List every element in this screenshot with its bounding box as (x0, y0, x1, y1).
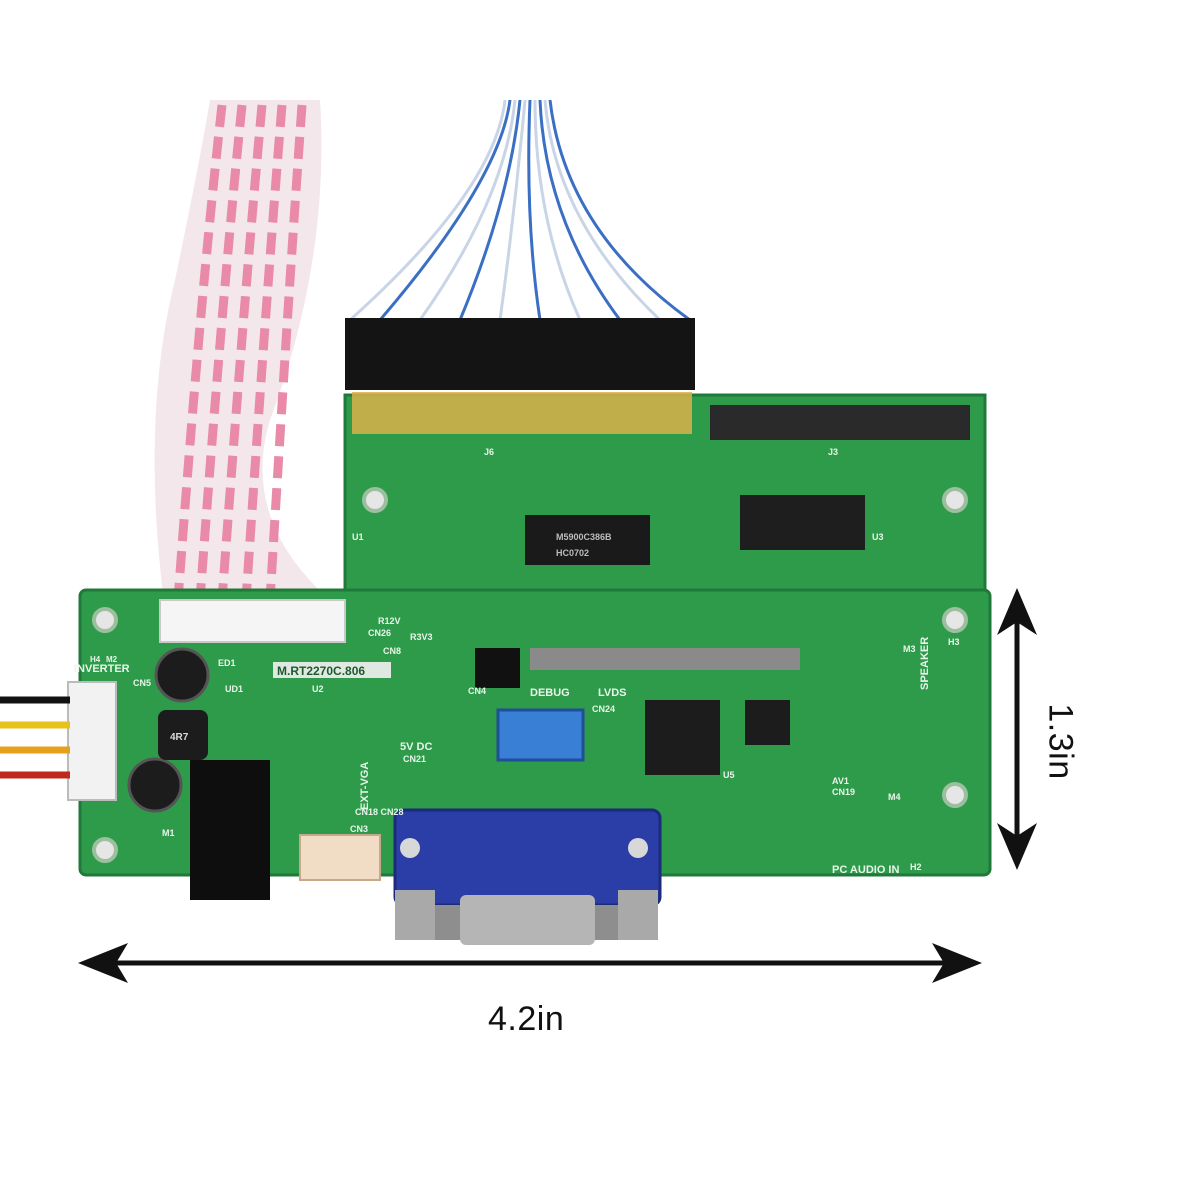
speaker-label: SPEAKER (919, 637, 931, 690)
m4-label: M4 (888, 792, 901, 802)
capacitor (127, 757, 183, 813)
ribbon-cable (154, 100, 330, 610)
chip-main-marking: M5900C386B (556, 532, 612, 542)
cn4-label: CN4 (468, 686, 486, 696)
m3-label: M3 (903, 644, 916, 654)
wire-bundle (348, 99, 691, 322)
r12v-label: R12V (378, 616, 401, 626)
cn5-label: CN5 (133, 678, 151, 688)
scaler-chip (645, 700, 720, 775)
main-chip-u2 (525, 515, 650, 565)
ed1-label: ED1 (218, 658, 236, 668)
cn3-label: CN3 (350, 824, 368, 834)
pin-header-row (530, 648, 800, 670)
h3-label: H3 (948, 637, 960, 647)
header-j3 (710, 405, 970, 440)
cn24-label: CN24 (592, 704, 615, 714)
height-dimension-label: 1.3in (1041, 703, 1080, 780)
r3v3-label: R3V3 (410, 632, 433, 642)
chip-small (745, 700, 790, 745)
connector-pins (352, 392, 692, 434)
m2-label: M2 (106, 655, 118, 664)
inductor-marking: 4R7 (170, 732, 189, 743)
h4-label: H4 (90, 655, 101, 664)
silkscreen-text: M.RT2270C.806 INVERTER DEBUG LVDS 5V DC … (74, 447, 960, 876)
pc-audio-in-label: PC AUDIO IN (832, 864, 899, 876)
lvds-label: LVDS (598, 687, 627, 699)
u2-label: U2 (312, 684, 324, 694)
debug-header (475, 648, 520, 688)
inverter-wires (0, 696, 70, 779)
av1-label: AV1 (832, 776, 849, 786)
u3-label: U3 (872, 532, 884, 542)
cn24-connector (496, 708, 585, 762)
width-dimension-label: 4.2in (488, 1000, 565, 1038)
j3-label: J3 (828, 447, 838, 457)
inverter-label: INVERTER (74, 663, 130, 675)
inverter-connector (67, 681, 117, 801)
debug-label: DEBUG (530, 687, 570, 699)
cn8-label: CN8 (383, 646, 401, 656)
power-connector (299, 834, 381, 881)
capacitor (154, 647, 210, 703)
h2-label: H2 (910, 862, 922, 872)
cn21-label: CN21 (403, 754, 426, 764)
ud1-label: UD1 (225, 684, 243, 694)
vga-connector (393, 808, 662, 945)
inductor (158, 710, 208, 760)
height-dimension-arrow (997, 588, 1037, 870)
cn26-label: CN26 (368, 628, 391, 638)
u5-label: U5 (723, 770, 735, 780)
cn19-label: CN19 (832, 787, 855, 797)
chip-u3 (740, 495, 865, 550)
width-dimension-arrow (78, 943, 982, 983)
u1-label: U1 (352, 532, 364, 542)
m1-label: M1 (162, 828, 175, 838)
board-model-label: M.RT2270C.806 (277, 664, 365, 678)
chip-sub-marking: HC0702 (556, 548, 589, 558)
five-v-dc-label: 5V DC (400, 741, 432, 753)
ribbon-connector (159, 599, 346, 643)
j6-label: J6 (484, 447, 494, 457)
mounting-holes (92, 487, 968, 863)
cn18-cn28-label: CN18 CN28 (355, 807, 404, 817)
dc-power-jack (190, 760, 270, 900)
ext-vga-label: EXT-VGA (359, 762, 371, 810)
lvds-header-connector (345, 318, 695, 390)
